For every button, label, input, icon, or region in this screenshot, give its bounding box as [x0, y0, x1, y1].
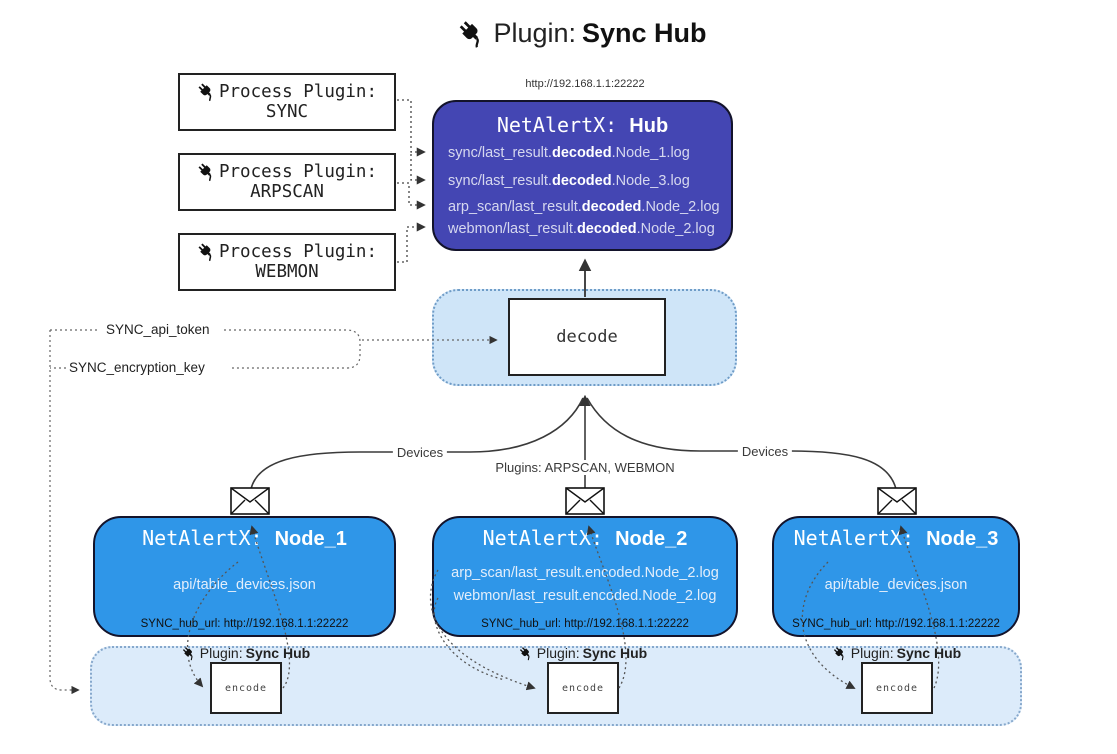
- node-box-node-2: NetAlertX: Node_2 arp_scan/last_result.e…: [432, 516, 738, 637]
- envelope-icon: [877, 487, 917, 515]
- edge-secrets-right: [224, 329, 361, 369]
- plugin-name: ARPSCAN: [250, 182, 324, 202]
- hub-log-line: sync/last_result.decoded.Node_3.log: [448, 173, 690, 189]
- plug-icon: [833, 646, 844, 660]
- edge-node1-to-decode: [250, 397, 584, 490]
- edge-secrets-to-encode: [49, 330, 78, 690]
- plug-icon: [182, 646, 193, 660]
- encode-plugin-label: Plugin:Sync Hub: [519, 645, 647, 661]
- page-title: Plugin: Sync Hub: [457, 18, 707, 49]
- hub-log-line: webmon/last_result.decoded.Node_2.log: [448, 221, 715, 237]
- node-hub-url: SYNC_hub_url: http://192.168.1.1:22222: [481, 618, 689, 630]
- plugin-name: WEBMON: [255, 262, 319, 282]
- plug-icon: [198, 243, 212, 262]
- plug-icon: [519, 646, 530, 660]
- edge-sync-to-log1: [397, 99, 426, 157]
- edge-arpscan-to-log3: [397, 182, 426, 210]
- hub-log-line: sync/last_result.decoded.Node_1.log: [448, 145, 690, 161]
- edge-sync-to-log2: [410, 154, 426, 185]
- node-title: NetAlertX: Node_2: [482, 526, 688, 550]
- plug-icon: [198, 163, 212, 182]
- envelope-icon: [230, 487, 270, 515]
- encode-plugin-label: Plugin:Sync Hub: [833, 645, 961, 661]
- node-hub-url: SYNC_hub_url: http://192.168.1.1:22222: [792, 618, 1000, 630]
- node-title: NetAlertX: Node_3: [793, 526, 999, 550]
- node-file-line: arp_scan/last_result.encoded.Node_2.log: [451, 565, 719, 581]
- node-file-line: api/table_devices.json: [824, 576, 968, 593]
- encode-box: encode: [210, 662, 282, 714]
- encode-plugin-label: Plugin:Sync Hub: [182, 645, 310, 661]
- sync-api-token-label: SYNC_api_token: [103, 322, 213, 337]
- node-title: NetAlertX: Node_1: [142, 526, 347, 550]
- process-plugin-box-sync: Process Plugin: SYNC: [178, 73, 396, 131]
- title-prefix: Plugin:: [493, 18, 577, 48]
- process-plugin-box-arpscan: Process Plugin: ARPSCAN: [178, 153, 396, 211]
- encode-box: encode: [861, 662, 933, 714]
- node-file-line: webmon/last_result.encoded.Node_2.log: [453, 588, 717, 604]
- title-name: Sync Hub: [582, 18, 707, 48]
- hub-box: NetAlertX: Hub sync/last_result.decoded.…: [432, 100, 733, 251]
- hub-log-line: arp_scan/last_result.decoded.Node_2.log: [448, 199, 720, 215]
- node-file-line: api/table_devices.json: [173, 576, 316, 593]
- decode-box: decode: [508, 298, 666, 376]
- node-box-node-3: NetAlertX: Node_3 api/table_devices.json…: [772, 516, 1020, 637]
- plug-icon: [459, 20, 479, 48]
- hub-url-label: http://192.168.1.1:22222: [525, 78, 645, 90]
- envelope-icon: [565, 487, 605, 515]
- devices-edge-label-left: Devices: [392, 445, 448, 460]
- encode-box: encode: [547, 662, 619, 714]
- plugins-edge-label: Plugins: ARPSCAN, WEBMON: [491, 460, 679, 475]
- process-plugin-box-webmon: Process Plugin: WEBMON: [178, 233, 396, 291]
- node-box-node-1: NetAlertX: Node_1 api/table_devices.json…: [93, 516, 396, 637]
- devices-edge-label-right: Devices: [737, 444, 793, 459]
- sync-encryption-key-label: SYNC_encryption_key: [66, 360, 208, 375]
- edge-webmon-to-log4: [397, 222, 426, 263]
- plugin-name: SYNC: [265, 102, 309, 122]
- node-hub-url: SYNC_hub_url: http://192.168.1.1:22222: [140, 618, 349, 630]
- plug-icon: [198, 83, 212, 102]
- hub-title: NetAlertX: Hub: [496, 113, 669, 137]
